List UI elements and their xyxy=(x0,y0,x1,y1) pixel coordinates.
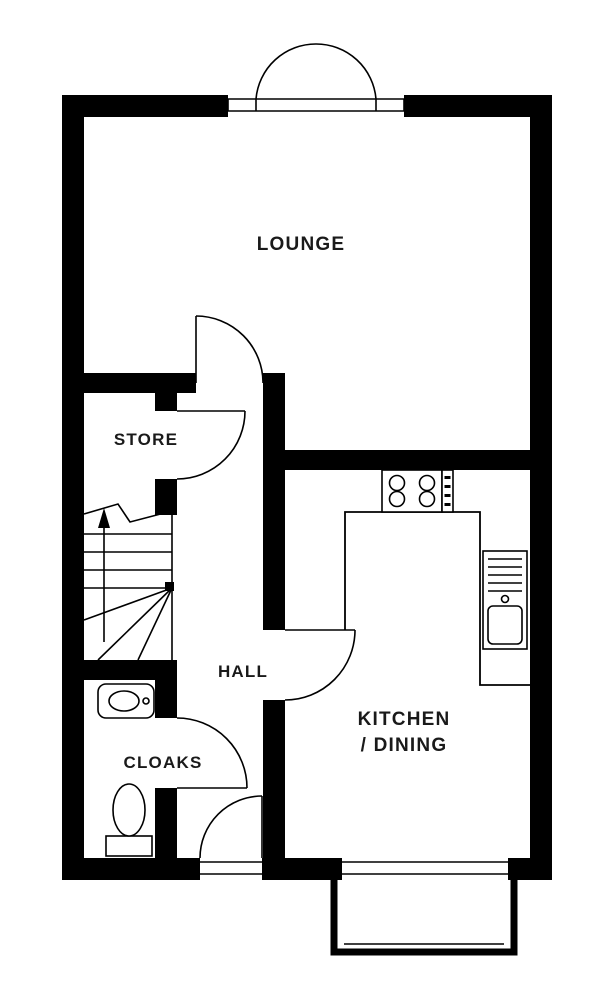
room-labels: LOUNGE STORE HALL KITCHEN / DINING CLOAK… xyxy=(114,234,451,772)
cloaks-fittings xyxy=(97,683,155,857)
stairs xyxy=(83,503,174,661)
room-label-hall: HALL xyxy=(218,662,268,681)
outer-walls xyxy=(62,95,552,880)
sink-tap xyxy=(500,594,510,604)
toilet-cistern xyxy=(105,835,153,857)
hob-body xyxy=(381,469,443,513)
wall-hall-kitchen-lower xyxy=(263,700,285,858)
hob-control-knob xyxy=(444,503,451,506)
room-label-kitchen: KITCHEN xyxy=(358,709,451,730)
wall-bottom-right xyxy=(508,858,552,880)
wall-left xyxy=(62,95,84,880)
wall-lounge-hall-divider xyxy=(84,373,196,393)
cloaks-door xyxy=(176,717,248,789)
wall-top-left xyxy=(62,95,228,117)
toilet xyxy=(105,783,153,857)
french-door-swing-left xyxy=(255,43,317,100)
basin-bowl xyxy=(108,690,140,712)
sink-unit xyxy=(482,550,528,650)
toilet-bowl xyxy=(112,783,146,837)
kitchen-counter-edge xyxy=(344,511,530,686)
wall-right xyxy=(530,95,552,880)
stair-newel-post xyxy=(165,582,174,591)
kitchen-door-swing-arc xyxy=(284,629,356,701)
wall-bottom-middle xyxy=(262,858,342,880)
entrance-french-doors xyxy=(227,43,405,112)
wall-cloaks-bottom xyxy=(155,788,177,858)
stairs-direction-arrow-head xyxy=(98,508,110,528)
store-door-swing-arc xyxy=(176,410,246,480)
hob-control-knob xyxy=(444,485,451,488)
basin-tap xyxy=(142,697,150,705)
kitchen-fittings xyxy=(344,469,530,686)
sink-bowl xyxy=(487,605,523,645)
stair-winder xyxy=(97,587,173,661)
hob-control-panel xyxy=(441,469,454,513)
bay-window xyxy=(330,861,518,956)
store-door xyxy=(176,410,246,480)
room-label-lounge: LOUNGE xyxy=(257,234,345,255)
kitchen-door xyxy=(284,629,356,701)
front-door-swing-arc xyxy=(199,795,263,859)
wall-hall-kitchen-upper xyxy=(263,373,285,630)
cloaks-door-swing-arc xyxy=(176,717,248,789)
wall-bottom-left xyxy=(62,858,200,880)
wall-store-top xyxy=(155,373,177,411)
stair-winder xyxy=(137,587,173,661)
wall-lounge-kitchen-divider xyxy=(285,450,530,470)
wall-cloaks-top xyxy=(155,680,177,718)
hob xyxy=(381,469,454,513)
french-door-swing-right xyxy=(315,43,377,100)
wall-store-bottom xyxy=(155,479,177,515)
bay-outline xyxy=(330,880,518,956)
wall-stairs-cloaks-divider xyxy=(84,660,177,680)
stairs-break-line xyxy=(83,503,173,523)
room-label-dining: / DINING xyxy=(361,735,448,756)
hob-control-knob xyxy=(444,494,451,497)
hob-burner xyxy=(418,474,436,492)
room-label-store: STORE xyxy=(114,430,178,449)
inner-walls xyxy=(84,373,530,858)
wall-top-right xyxy=(404,95,552,117)
hob-burner xyxy=(418,490,436,508)
basin xyxy=(97,683,155,719)
lounge-door-swing-arc xyxy=(195,315,264,384)
hob-burner xyxy=(388,490,406,508)
hob-control-knob xyxy=(444,476,451,479)
stair-winder xyxy=(83,587,173,621)
hob-burner xyxy=(388,474,406,492)
front-door xyxy=(199,795,263,875)
lounge-door xyxy=(195,315,264,384)
room-label-cloaks: CLOAKS xyxy=(124,753,203,772)
